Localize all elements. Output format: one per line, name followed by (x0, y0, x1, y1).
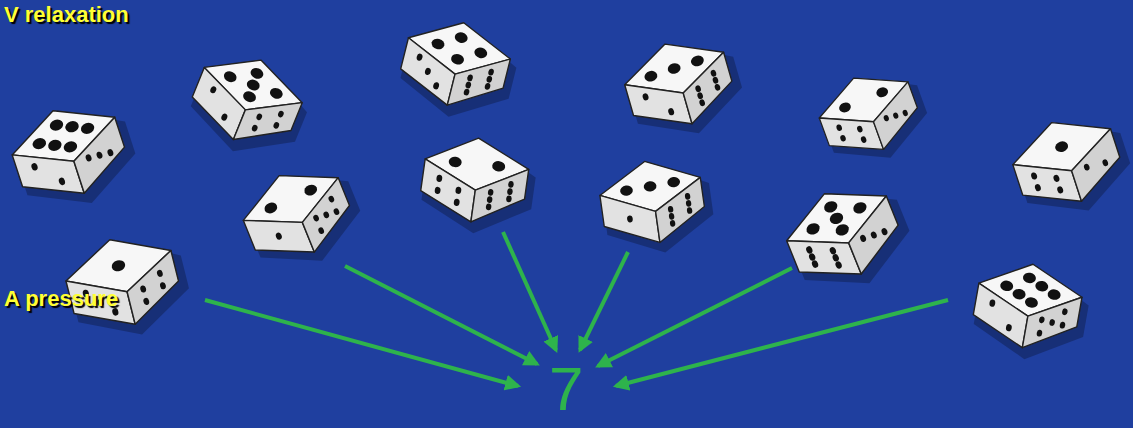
die (233, 152, 372, 282)
die (776, 169, 922, 306)
pointer-arrow (598, 268, 792, 366)
pointer-arrow (345, 266, 537, 364)
pointer-arrow (616, 300, 948, 386)
axis-fragment: A pressure (4, 286, 118, 312)
die (596, 153, 718, 260)
die (810, 59, 937, 176)
die (967, 256, 1094, 369)
sum-number: 7 (549, 358, 583, 420)
pointer-arrow (205, 300, 518, 386)
die (179, 41, 318, 171)
die (1004, 103, 1133, 228)
die (617, 27, 751, 149)
heading-fragment: V relaxation (4, 2, 129, 28)
pointer-arrow (503, 232, 556, 350)
pointer-arrow (580, 252, 628, 350)
die (392, 11, 524, 130)
die (416, 131, 540, 241)
die (3, 91, 146, 222)
